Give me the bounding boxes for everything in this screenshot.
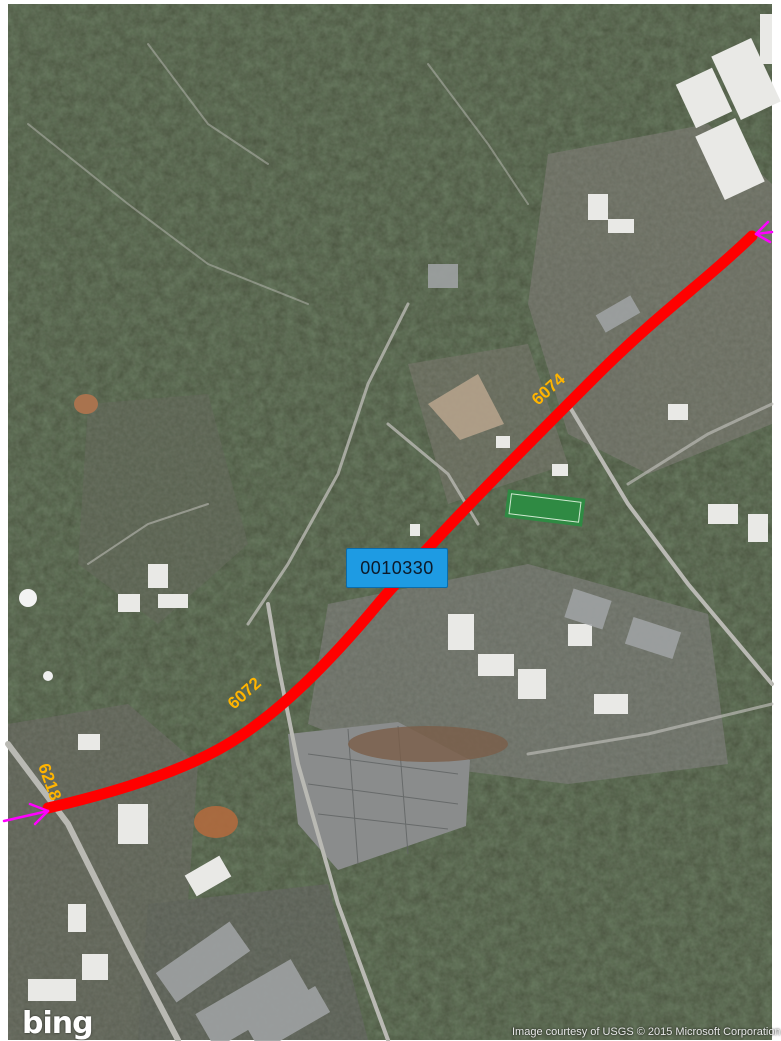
buildings <box>28 14 781 1001</box>
sports-field <box>504 489 586 527</box>
end-marker <box>754 220 774 244</box>
segment-id-label[interactable]: 0010330 <box>346 548 448 588</box>
start-marker <box>2 802 50 826</box>
satellite-imagery: 6218 6072 6074 <box>2 4 781 1041</box>
roads <box>5 43 774 1041</box>
map-attribution: Image courtesy of USGS © 2015 Microsoft … <box>512 1026 781 1038</box>
map-canvas[interactable]: 6218 6072 6074 0010330 bing Image courte… <box>2 4 781 1041</box>
water-tower <box>19 589 37 607</box>
route-highlight <box>42 230 758 814</box>
bing-logo: bing <box>22 1006 94 1041</box>
